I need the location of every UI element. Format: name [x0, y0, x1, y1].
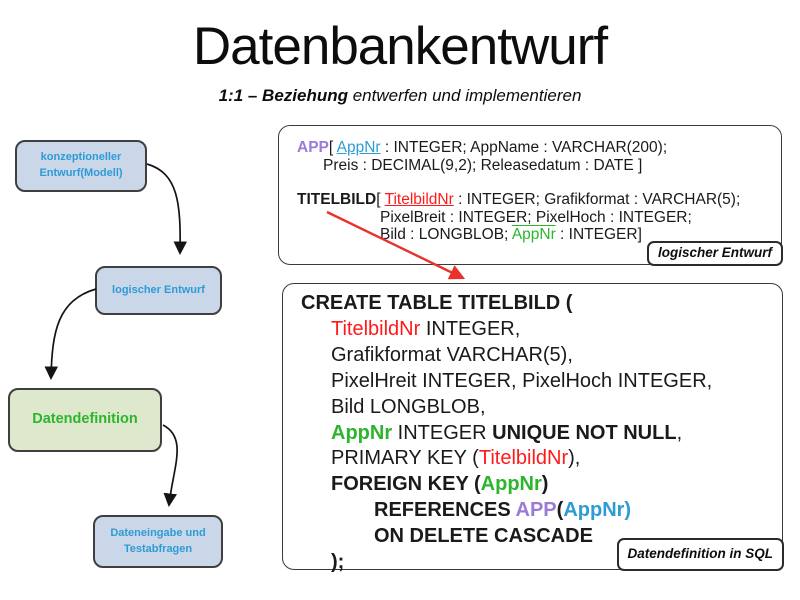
sql-line-bild: Bild LONGBLOB,	[331, 395, 486, 418]
sql-pk-column: TitelbildNr	[331, 317, 421, 340]
subtitle-rest: entwerfen und implementieren	[348, 86, 582, 105]
flowchart-step-dateneingabe-testabfragen: Dateneingabe und Testabfragen	[93, 515, 223, 568]
app-table-name: APP	[297, 139, 329, 156]
sql-fk-ref: AppNr	[480, 473, 542, 496]
titelbild-primary-key: TitelbildNr	[384, 191, 454, 209]
sql-pk-ref: TitelbildNr	[478, 447, 569, 470]
arrow-step3-to-step4	[162, 424, 178, 508]
schema-spacer	[289, 174, 775, 191]
sql-line-grafikformat: Grafikformat VARCHAR(5),	[331, 343, 573, 366]
datendefinition-in-sql-tag: Datendefinition in SQL	[616, 538, 784, 571]
sql-line-foreign-key: FOREIGN KEY (AppNr)	[331, 473, 549, 496]
sql-line-create: CREATE TABLE TITELBILD (	[301, 292, 573, 314]
arrow-step2-to-step3	[44, 288, 97, 381]
flowchart-step-datendefinition: Datendefinition	[8, 388, 162, 452]
schema-app-line2: Preis : DECIMAL(9,2); Releasedatum : DAT…	[323, 156, 643, 174]
sql-line-primary-key: PRIMARY KEY (TitelbildNr),	[331, 447, 581, 470]
flowchart-step-konzeptioneller-entwurf: konzeptioneller Entwurf(Modell)	[15, 140, 147, 192]
arrow-step1-to-step2	[146, 163, 188, 256]
sql-line-references: REFERENCES APP(AppNr)	[374, 499, 632, 522]
titelbild-foreign-key: AppNr	[511, 226, 556, 244]
sql-line-appnr: AppNr INTEGER UNIQUE NOT NULL,	[331, 421, 683, 444]
page-subtitle: 1:1 – Beziehung entwerfen und implementi…	[0, 86, 800, 106]
logischer-entwurf-tag: logischer Entwurf	[646, 241, 783, 266]
sql-line-titelbildnr: TitelbildNr INTEGER,	[331, 317, 521, 340]
sql-line-pixel: PixelHreit INTEGER, PixelHoch INTEGER,	[331, 369, 713, 392]
page-title: Datenbankentwurf	[192, 17, 608, 76]
sql-line-on-delete: ON DELETE CASCADE	[374, 525, 593, 548]
logical-design-box: APP[ AppNr : INTEGER; AppName : VARCHAR(…	[278, 125, 783, 266]
schema-titelbild-line1: TITELBILD[ TitelbildNr : INTEGER; Grafik…	[297, 191, 741, 209]
titelbild-table-name: TITELBILD	[297, 191, 377, 209]
schema-titelbild-line2: PixelBreit : INTEGER; PixelHoch : INTEGE…	[380, 208, 692, 226]
sql-line-close: );	[331, 551, 345, 574]
subtitle-emphasis: 1:1 – Beziehung	[218, 86, 348, 105]
app-primary-key: AppNr	[336, 139, 381, 156]
sql-fk-column: AppNr	[331, 421, 393, 444]
schema-app-line1: APP[ AppNr : INTEGER; AppName : VARCHAR(…	[297, 139, 668, 156]
sql-unique-not-null: UNIQUE NOT NULL	[492, 421, 677, 444]
sql-code-box: CREATE TABLE TITELBILD ( TitelbildNr INT…	[282, 283, 784, 573]
sql-ref-column: AppNr	[563, 499, 625, 522]
sql-ref-table: APP	[515, 499, 557, 522]
flowchart-step-logischer-entwurf: logischer Entwurf	[95, 266, 222, 315]
